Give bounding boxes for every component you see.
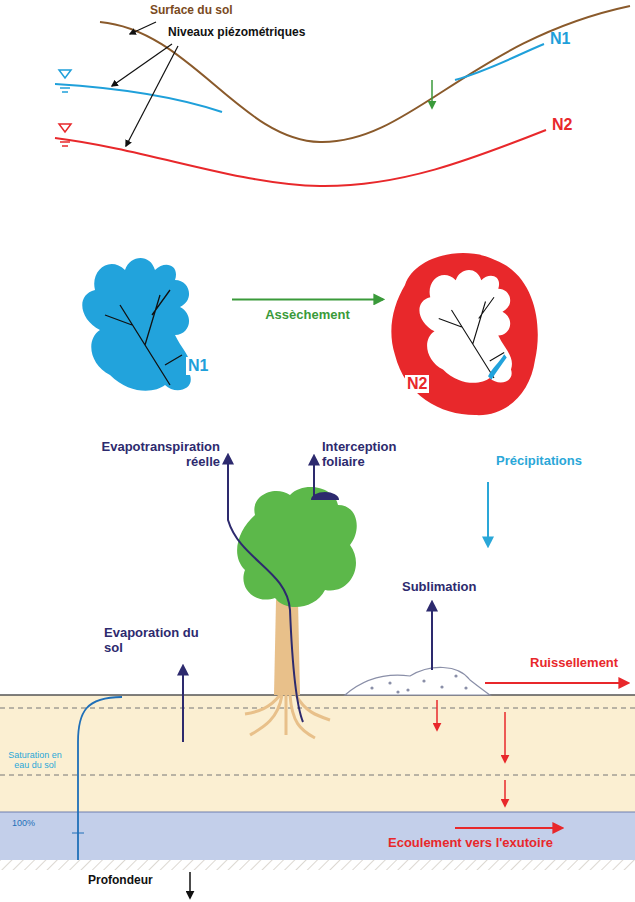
soil-layer-line <box>0 775 635 776</box>
wet-area <box>488 354 507 380</box>
area-name: N1 <box>186 357 210 375</box>
snow-pack <box>345 667 490 695</box>
snow-pack <box>345 667 490 695</box>
snow-pack <box>454 674 457 677</box>
snow-pack <box>370 686 373 689</box>
cross-section <box>55 84 222 112</box>
water-level-symbol <box>62 91 68 93</box>
flux-label: Ecoulement vers l'exutoire <box>388 836 553 851</box>
cross-section <box>100 6 630 142</box>
snow-pack <box>464 686 467 689</box>
tree <box>311 492 339 500</box>
snow-pack <box>388 681 391 684</box>
cross-section <box>455 44 544 80</box>
soil-band <box>0 695 635 812</box>
arrow-label: Assèchement <box>263 307 352 322</box>
flux-label: Evapotranspiration réelle <box>78 440 220 470</box>
tree <box>245 695 330 738</box>
outflow-arrow <box>455 827 562 829</box>
evaporation-arrow <box>182 666 184 742</box>
leader-arrow <box>112 22 178 146</box>
soil-layer-line <box>0 708 635 709</box>
leader-arrow <box>126 46 178 146</box>
cross-section <box>55 6 630 186</box>
snow-pack <box>422 679 425 682</box>
flux-label: Sublimation <box>402 580 476 595</box>
process-arrow <box>232 298 383 300</box>
water-level-symbol <box>59 70 71 78</box>
river-network <box>105 290 182 385</box>
snow-pack <box>406 688 409 691</box>
ground-line <box>0 694 635 696</box>
axis-label: Saturation en eau du sol <box>4 750 66 771</box>
sublimation-arrow <box>431 602 433 670</box>
infiltration-arrow <box>504 712 506 762</box>
axis-value: 100% <box>12 818 35 828</box>
watershed-shape <box>70 245 230 405</box>
interception-arrow <box>313 456 315 497</box>
flux-label: Evaporation du sol <box>104 626 204 656</box>
snow-pack <box>440 685 443 688</box>
snow-pack <box>370 674 467 693</box>
wet-area <box>82 258 191 391</box>
flux-label: Interception foliaire <box>322 440 426 470</box>
cross-section <box>55 130 546 186</box>
tree <box>237 487 357 607</box>
area-name: N2 <box>405 375 429 393</box>
water-table-band <box>0 812 635 860</box>
evapotranspiration-arrow <box>228 455 303 722</box>
watershed-area: N2 <box>385 245 550 423</box>
watershed-area: N1 <box>70 245 230 405</box>
leader-arrow <box>112 44 172 86</box>
saturation-tick <box>72 833 84 834</box>
water-level-symbol <box>60 87 70 89</box>
infiltration-arrow <box>504 780 506 806</box>
surface-label: Surface du sol <box>150 4 233 18</box>
flux-label: Ruissellement <box>530 656 618 671</box>
axis-label: Profondeur <box>88 874 153 888</box>
water-level-symbol <box>60 141 70 143</box>
level-name: N1 <box>550 30 570 48</box>
tree <box>274 600 300 695</box>
level-name: N2 <box>552 116 572 134</box>
river-network <box>439 297 504 378</box>
water-table-line <box>0 812 635 813</box>
dry-area <box>391 253 537 415</box>
leader-arrow <box>130 22 156 34</box>
saturation-curve <box>78 697 122 860</box>
bedrock-hatch <box>0 860 635 870</box>
infiltration-arrow <box>436 700 438 730</box>
runoff-arrow <box>485 682 628 684</box>
level-label: Niveaux piézométriques <box>168 26 305 40</box>
remaining-area <box>419 270 512 383</box>
depth-arrow <box>189 872 191 898</box>
water-level-symbol <box>62 145 68 147</box>
precipitation-arrow <box>487 482 489 546</box>
water-level-symbol <box>59 124 71 132</box>
watershed-shape <box>385 245 550 423</box>
drop-arrow <box>431 80 433 108</box>
flux-label: Précipitations <box>496 454 582 469</box>
snow-pack <box>396 690 399 693</box>
water-level-symbol <box>59 70 71 146</box>
